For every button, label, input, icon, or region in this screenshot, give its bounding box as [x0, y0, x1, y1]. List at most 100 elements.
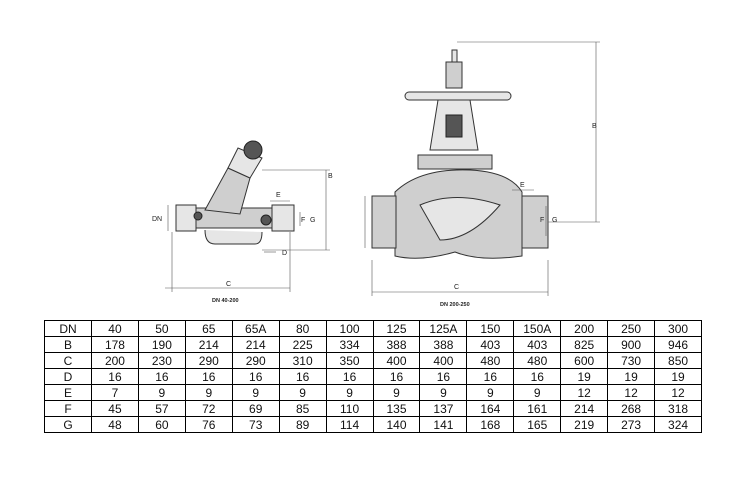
large-label-c: C [454, 284, 459, 291]
table-cell: 225 [278, 336, 327, 353]
table-cell: 69 [231, 400, 280, 417]
large-label-b: B [592, 123, 597, 130]
table-cell: 80 [278, 320, 327, 337]
table-cell: 141 [419, 416, 468, 433]
table-cell: 76 [184, 416, 233, 433]
large-valve-gland [445, 114, 463, 138]
table-cell: 219 [560, 416, 609, 433]
table-cell: 165 [513, 416, 562, 433]
table-cell: 190 [137, 336, 186, 353]
row-header: F [44, 400, 92, 417]
table-cell: 125 [372, 320, 421, 337]
table-cell: 730 [607, 352, 656, 369]
table-cell: 48 [91, 416, 139, 433]
table-cell: 60 [137, 416, 186, 433]
table-cell: 16 [278, 368, 327, 385]
large-label-f: F [540, 217, 544, 224]
table-cell: 400 [419, 352, 468, 369]
table-cell: 178 [91, 336, 139, 353]
table-cell: 290 [231, 352, 280, 369]
large-valve-left-end [371, 195, 397, 249]
table-cell: 19 [654, 368, 702, 385]
small-valve-handwheel [243, 140, 263, 160]
large-valve-stem-top [451, 49, 458, 63]
small-valve-port-right [260, 214, 272, 226]
table-cell: 161 [513, 400, 562, 417]
small-label-e: E [276, 192, 281, 199]
table-cell: 125A [419, 320, 468, 337]
small-label-f: F [301, 217, 305, 224]
table-cell: 40 [91, 320, 139, 337]
table-cell: 480 [466, 352, 515, 369]
table-cell: 290 [184, 352, 233, 369]
table-cell: 168 [466, 416, 515, 433]
table-cell: 388 [419, 336, 468, 353]
table-cell: 9 [231, 384, 280, 401]
small-valve-caption: DN 40-200 [212, 298, 239, 304]
large-valve-flange [417, 154, 493, 170]
large-label-g: G [552, 217, 557, 224]
table-cell: 400 [372, 352, 421, 369]
table-cell: 388 [372, 336, 421, 353]
table-cell: 9 [325, 384, 374, 401]
table-cell: 214 [184, 336, 233, 353]
valve-drawing: B C D E F G DN DN 40-200 B [152, 41, 600, 308]
table-cell: 850 [654, 352, 702, 369]
table-cell: 9 [137, 384, 186, 401]
table-cell: 9 [278, 384, 327, 401]
row-header: D [44, 368, 92, 385]
table-cell: 16 [419, 368, 468, 385]
table-cell: 12 [560, 384, 609, 401]
small-valve-left-end [175, 204, 197, 232]
table-cell: 164 [466, 400, 515, 417]
table-cell: 150A [513, 320, 562, 337]
small-label-b: B [328, 173, 333, 180]
table-cell: 16 [372, 368, 421, 385]
table-cell: 9 [184, 384, 233, 401]
large-valve-handwheel [404, 91, 512, 101]
table-cell: 9 [466, 384, 515, 401]
small-valve-figure: B C D E F G DN DN 40-200 [152, 140, 333, 304]
table-cell: 250 [607, 320, 656, 337]
table-cell: 12 [607, 384, 656, 401]
table-cell: 9 [372, 384, 421, 401]
table-cell: 200 [560, 320, 609, 337]
row-header: C [44, 352, 92, 369]
table-cell: 7 [91, 384, 139, 401]
table-cell: 73 [231, 416, 280, 433]
table-cell: 85 [278, 400, 327, 417]
table-cell: 114 [325, 416, 374, 433]
table-cell: 65 [184, 320, 233, 337]
table-cell: 324 [654, 416, 702, 433]
small-label-c: C [226, 281, 231, 288]
table-cell: 214 [231, 336, 280, 353]
table-cell: 57 [137, 400, 186, 417]
table-cell: 150 [466, 320, 515, 337]
small-label-dn: DN [152, 216, 162, 223]
table-cell: 825 [560, 336, 609, 353]
table-cell: 16 [184, 368, 233, 385]
table-cell: 16 [466, 368, 515, 385]
table-cell: 350 [325, 352, 374, 369]
large-valve-stem [445, 61, 463, 89]
table-cell: 110 [325, 400, 374, 417]
small-valve-right-end [271, 204, 295, 232]
small-valve-port-left [193, 211, 203, 221]
table-cell: 480 [513, 352, 562, 369]
small-valve-body [195, 207, 273, 229]
large-label-e: E [520, 182, 525, 189]
table-cell: 318 [654, 400, 702, 417]
small-valve-drain [204, 229, 263, 245]
table-cell: 300 [654, 320, 702, 337]
small-label-d: D [282, 250, 287, 257]
row-header: DN [44, 320, 92, 337]
row-header: G [44, 416, 92, 433]
table-cell: 16 [91, 368, 139, 385]
large-valve-figure: B C E F G DN 200-250 [364, 41, 600, 308]
